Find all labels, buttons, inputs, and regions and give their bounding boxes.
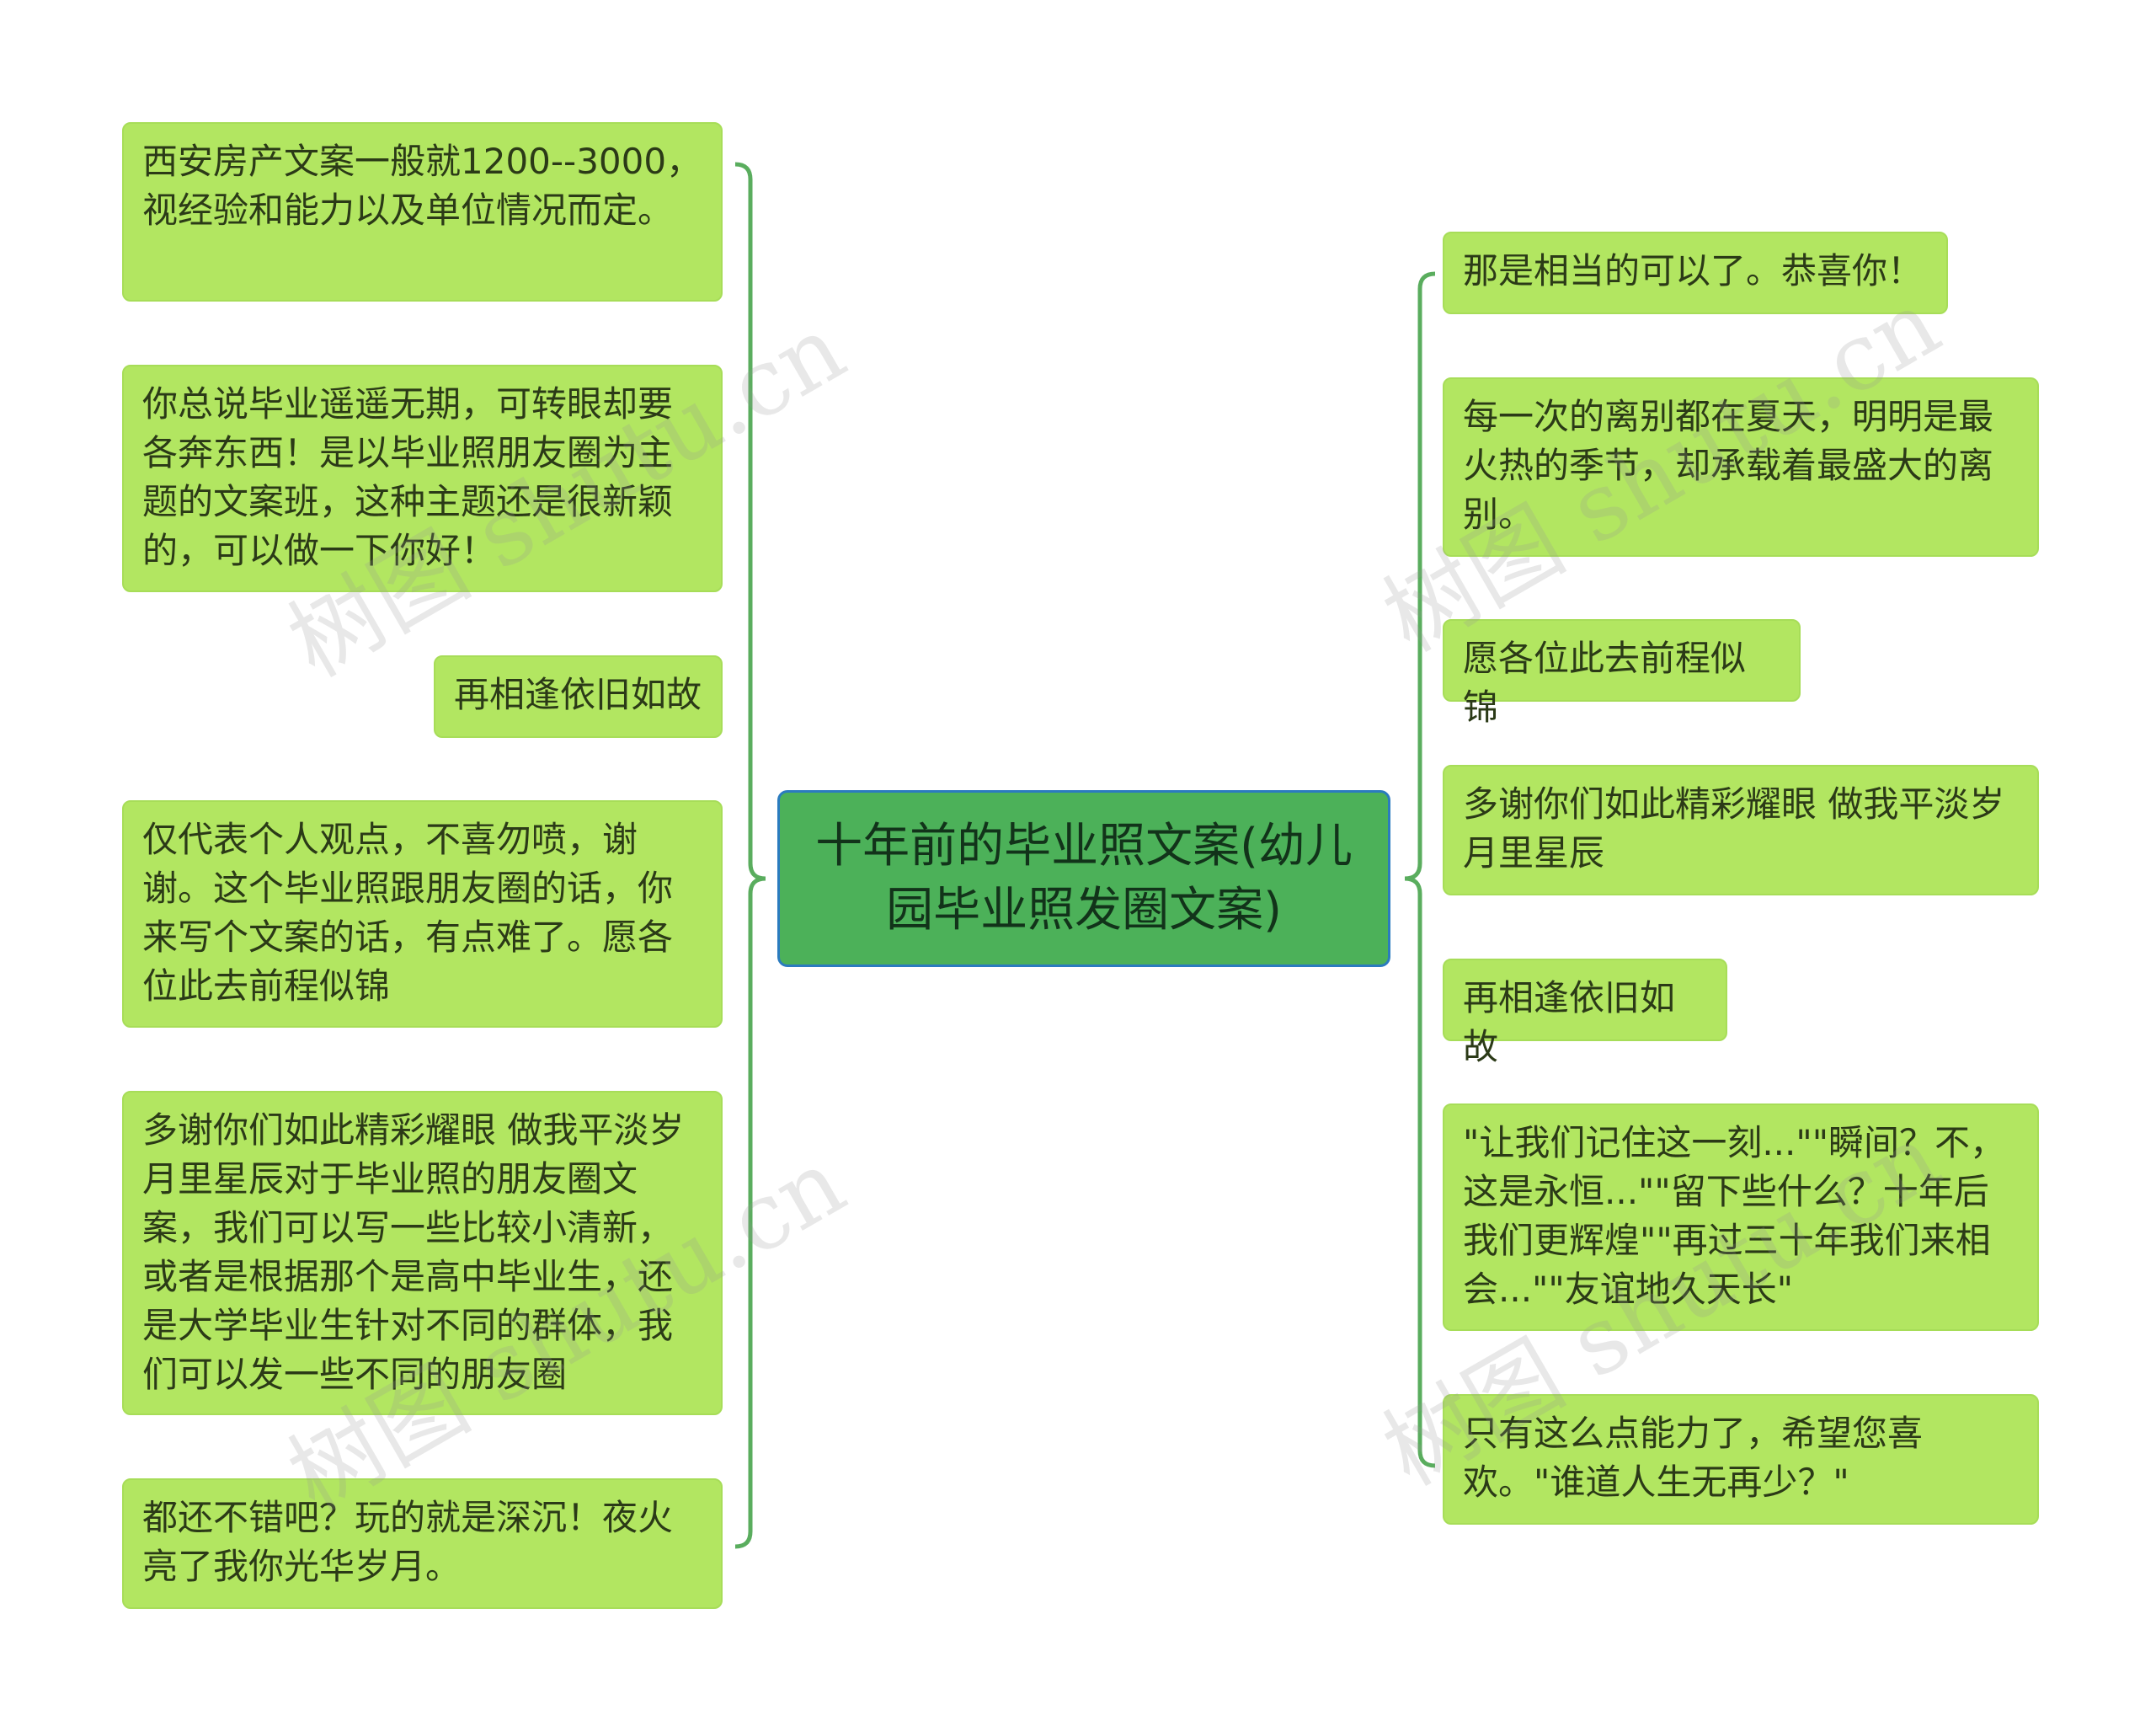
right-node-4[interactable]: 多谢你们如此精彩耀眼 做我平淡岁月里星辰	[1443, 765, 2039, 895]
right-node-7[interactable]: 只有这么点能力了，希望您喜欢。"谁道人生无再少？"	[1443, 1394, 2039, 1525]
center-topic[interactable]: 十年前的毕业照文案(幼儿园毕业照发圈文案)	[777, 790, 1390, 967]
right-node-1[interactable]: 那是相当的可以了。恭喜你！	[1443, 232, 1948, 314]
center-topic-label: 十年前的毕业照文案(幼儿园毕业照发圈文案)	[815, 819, 1353, 938]
left-node-2[interactable]: 你总说毕业遥遥无期，可转眼却要各奔东西！是以毕业照朋友圈为主题的文案班，这种主题…	[122, 365, 723, 592]
left-node-3[interactable]: 再相逢依旧如故	[434, 655, 723, 738]
right-bracket	[1404, 271, 1436, 1468]
left-node-5[interactable]: 多谢你们如此精彩耀眼 做我平淡岁月里星辰对于毕业照的朋友圈文案，我们可以写一些比…	[122, 1091, 723, 1415]
right-node-5[interactable]: 再相逢依旧如故	[1443, 959, 1727, 1067]
right-node-2[interactable]: 每一次的离别都在夏天，明明是最火热的季节，却承载着最盛大的离别。	[1443, 377, 2039, 557]
right-node-6[interactable]: "让我们记住这一刻...""瞬间？不，这是永恒...""留下些什么？十年后我们更…	[1443, 1103, 2039, 1331]
left-node-4[interactable]: 仅代表个人观点，不喜勿喷，谢谢。这个毕业照跟朋友圈的话，你来写个文案的话，有点难…	[122, 800, 723, 1028]
left-bracket	[734, 162, 766, 1549]
right-node-3[interactable]: 愿各位此去前程似锦	[1443, 619, 1801, 728]
left-node-6[interactable]: 都还不错吧？玩的就是深沉！夜火亮了我你光华岁月。	[122, 1478, 723, 1609]
left-node-1[interactable]: 西安房产文案一般就1200--3000，视经验和能力以及单位情况而定。	[122, 122, 723, 302]
